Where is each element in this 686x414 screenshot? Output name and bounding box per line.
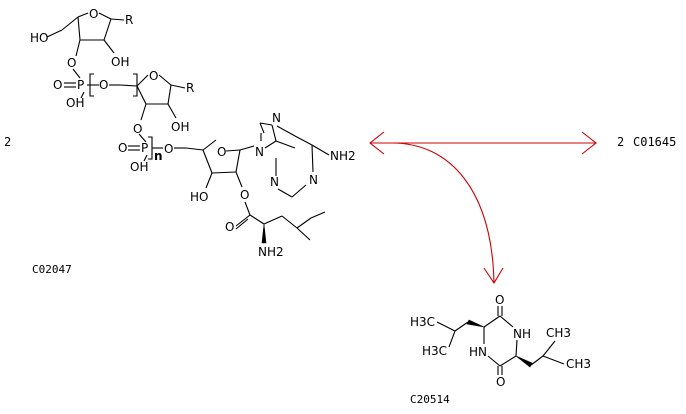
atom-o-ester: O [240,188,249,202]
prod-atom-hn-bottom: HN [469,345,487,359]
arrowhead-left [369,131,385,155]
atom-n3: N [270,175,279,189]
bracket-left-1 [89,73,94,97]
atom-o-p1: O [53,78,62,92]
atom-oh-p1: OH [66,96,84,110]
prod-atom-ch3-right: CH3 [566,357,591,371]
atom-ho-bottom: HO [190,190,208,204]
atom-bracket-o: O [99,78,108,92]
left-coefficient: 2 [4,135,11,149]
atom-o-link3: O [164,142,173,156]
compound-c20514-structure: O NH HN O H3C H3C CH3 CH3 [410,293,591,389]
atom-ho-top: HO [30,31,48,45]
atom-n-repeat: n [154,149,163,163]
atom-o-ring1: O [89,7,98,21]
bracket-right-2 [148,136,153,160]
right-compound-id[interactable]: C01645 [633,135,676,149]
atom-n1: N [309,173,318,187]
prod-atom-o-bottom: O [496,375,505,389]
arrowhead-right [581,131,597,155]
atom-nh2-adenine: NH2 [330,149,356,163]
reaction-arrows [369,131,597,285]
atom-oh-mid: OH [171,120,189,134]
atom-n7: N [272,111,281,125]
atom-n9: N [255,145,264,159]
arrowhead-down [483,267,504,285]
product-compound-id[interactable]: C20514 [410,393,450,406]
atom-o-carbonyl: O [225,220,234,234]
side-arrow-curve [391,142,495,284]
atom-r-top: R [125,13,133,27]
atom-o-ring2: O [149,69,158,83]
bracket-right-1 [133,73,138,97]
prod-atom-ch3-top: CH3 [546,326,571,340]
prod-atom-h3c-top: H3C [410,315,435,329]
atom-o-link2: O [133,122,142,136]
left-compound-id[interactable]: C02047 [32,263,72,276]
atom-p2: P [141,141,148,155]
right-coefficient: 2 [617,135,624,149]
prod-atom-nh-top: NH [513,327,531,341]
prod-atom-h3c-left: H3C [422,344,447,358]
atom-oh-top: OH [111,55,129,69]
atom-o-p2: O [118,141,127,155]
atom-o-link1: O [67,56,76,70]
prod-atom-o-top: O [495,293,504,307]
compound-c02047-structure: HO O R OH O P O OH O O R [30,7,356,259]
atom-nh2-leu: NH2 [258,245,284,259]
atom-o-ring3: O [217,145,226,159]
atom-p1: P [77,78,84,92]
atom-oh-p2: OH [130,160,148,174]
atom-r-mid: R [186,81,194,95]
